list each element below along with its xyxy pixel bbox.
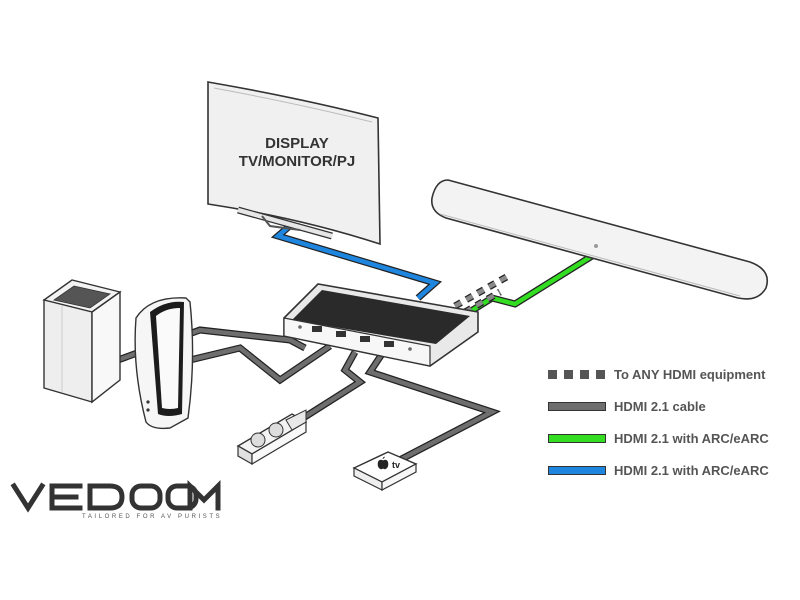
legend-item-arc-green: HDMI 2.1 with ARC/eARC bbox=[548, 422, 788, 454]
cables bbox=[116, 221, 594, 469]
legend-swatch-dashed bbox=[548, 369, 606, 379]
legend: To ANY HDMI equipment HDMI 2.1 cable HDM… bbox=[548, 358, 788, 486]
cable-green-soundbar bbox=[466, 253, 594, 316]
soundbar bbox=[430, 179, 769, 300]
legend-label: HDMI 2.1 cable bbox=[614, 398, 706, 414]
display-title-line2: TV/MONITOR/PJ bbox=[239, 153, 355, 170]
legend-swatch-blue bbox=[548, 465, 606, 475]
legend-swatch-gray bbox=[548, 401, 606, 411]
hdmi-port-3 bbox=[360, 336, 370, 342]
hdmi-port-4 bbox=[384, 341, 394, 347]
hdmi-port-1 bbox=[312, 326, 322, 332]
display-title-line1: DISPLAY bbox=[265, 135, 329, 152]
legend-item-arc-blue: HDMI 2.1 with ARC/eARC bbox=[548, 454, 788, 486]
legend-item-hdmi-cable: HDMI 2.1 cable bbox=[548, 390, 788, 422]
legend-label: HDMI 2.1 with ARC/eARC bbox=[614, 430, 769, 446]
cable-gray-gpu bbox=[298, 350, 367, 423]
legend-swatch-green bbox=[548, 433, 606, 443]
cable-gray-console2 bbox=[189, 343, 332, 385]
console-upright bbox=[134, 297, 194, 430]
console-tower bbox=[42, 279, 122, 404]
legend-label: To ANY HDMI equipment bbox=[614, 366, 766, 382]
cable-blue-display bbox=[270, 221, 443, 301]
cable-gray-streamer bbox=[364, 352, 502, 469]
hdmi-switch bbox=[283, 283, 479, 367]
streaming-box-label: tv bbox=[392, 460, 400, 470]
brand-tagline: TAILORED FOR AV PURISTS bbox=[82, 514, 223, 520]
streaming-box: tv bbox=[352, 451, 418, 491]
display-tv: DISPLAY TV/MONITOR/PJ bbox=[207, 81, 381, 246]
hdmi-port-2 bbox=[336, 331, 346, 337]
graphics-card bbox=[236, 409, 308, 466]
brand-logo bbox=[10, 479, 221, 513]
apple-icon bbox=[377, 456, 389, 470]
legend-item-any-hdmi: To ANY HDMI equipment bbox=[548, 358, 788, 390]
cable-dashed-any bbox=[453, 271, 512, 316]
legend-label: HDMI 2.1 with ARC/eARC bbox=[614, 462, 769, 478]
